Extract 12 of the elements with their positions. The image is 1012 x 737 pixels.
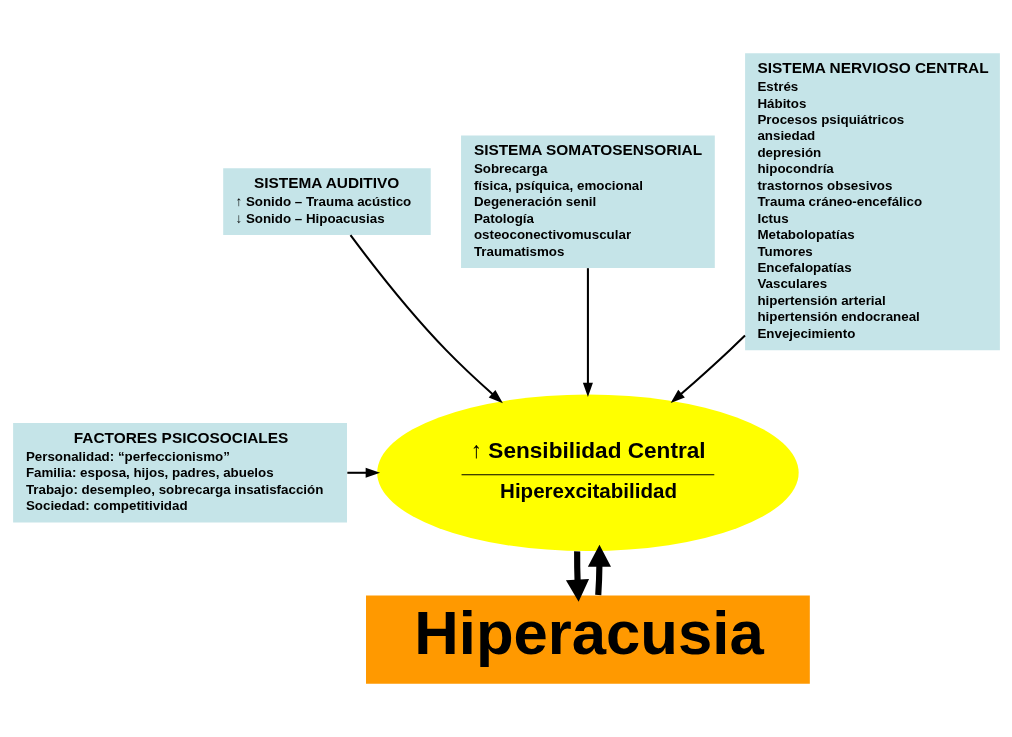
node-box: SISTEMA AUDITIVO ↑ Sonido – Trauma acústico ↓ Sonido – Hipoacusias	[222, 168, 431, 236]
arrow	[349, 234, 503, 404]
arrow	[565, 551, 589, 602]
node-box: FACTORES PSICOSOCIALES Personalidad: “perfeccionismo” Familia: esposa, hijos, padres, abuelos Trabajo: desempleo, sobrecarga insatisfacción Sociedad: competitividad	[12, 422, 347, 523]
node-box: SISTEMA NERVIOSO CENTRAL Estrés Hábitos Procesos psiquiátricos ansiedad depresión hipocondría trastornos obsesivos Trauma cráneo-encefálico Ictus Metabolopatías Tumores Encefalopatías Vasculares hipertensión arterial hipertensión endocraneal Envejecimiento	[744, 53, 1000, 351]
arrow	[346, 467, 380, 478]
arrow	[582, 268, 593, 398]
arrow	[670, 334, 746, 404]
node-box: Hiperacusia	[365, 595, 810, 684]
node-ellipse: ↑ Sensibilidad Central Hiperexcitabilidad	[376, 394, 799, 552]
node-box: SISTEMA SOMATOSENSORIAL Sobrecarga física, psíquica, emocional Degeneración senil Patología osteoconectivomuscular Traumatismos	[460, 135, 715, 268]
arrow	[587, 544, 611, 596]
